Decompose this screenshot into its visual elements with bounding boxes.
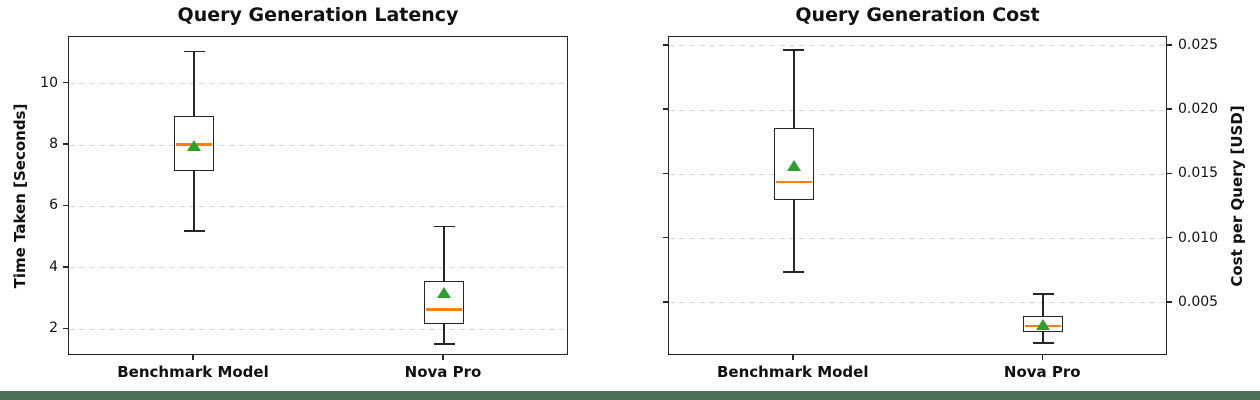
gridline: [69, 83, 567, 85]
mean-marker-icon: [1036, 319, 1051, 331]
median-line: [775, 180, 812, 184]
mean-marker-icon: [187, 139, 201, 151]
whisker-cap-bottom: [783, 271, 805, 273]
latency-plot-area: [68, 36, 568, 355]
whisker-cap-top: [183, 50, 205, 53]
y-tick-mark: [63, 327, 68, 330]
x-tick-mark: [192, 355, 194, 360]
upper-whisker: [1042, 293, 1045, 316]
y-tick-label: 0.010: [1178, 229, 1219, 246]
y-tick-mark: [1167, 301, 1172, 303]
lower-whisker: [443, 323, 445, 344]
y-tick-label: 0.020: [1178, 101, 1219, 118]
whisker-cap-top: [783, 48, 805, 51]
mean-marker-icon: [786, 159, 801, 171]
y-tick-mark: [663, 172, 668, 175]
gridline: [669, 302, 1166, 304]
upper-whisker: [193, 51, 195, 117]
cost-y-axis-label: Cost per Query [USD]: [1228, 104, 1246, 287]
y-tick-label: 10: [40, 74, 58, 91]
cost-plot-area: [668, 36, 1167, 355]
y-tick-mark: [1167, 236, 1172, 239]
gridline: [69, 205, 567, 207]
whisker-cap-bottom: [183, 230, 205, 232]
lower-whisker: [193, 170, 195, 232]
y-tick-mark: [1167, 108, 1172, 110]
x-tick-mark: [1041, 355, 1043, 360]
whisker-cap-bottom: [1032, 341, 1054, 344]
gridline: [669, 173, 1166, 175]
whisker-cap-top: [1032, 292, 1054, 295]
y-tick-label: 2: [49, 320, 58, 337]
y-tick-label: 8: [49, 136, 58, 153]
whisker-cap-bottom: [433, 343, 455, 345]
footer-band: [0, 391, 1260, 400]
whisker-cap-top: [433, 225, 455, 228]
mean-marker-icon: [437, 286, 451, 298]
upper-whisker: [443, 226, 445, 282]
median-line: [425, 308, 463, 311]
y-tick-mark: [63, 143, 68, 145]
y-tick-mark: [63, 266, 68, 268]
y-tick-label: 0.005: [1178, 293, 1219, 310]
y-tick-mark: [663, 301, 668, 303]
x-tick-mark: [442, 355, 444, 360]
y-tick-label: 4: [49, 258, 58, 275]
y-tick-mark: [63, 204, 68, 207]
y-tick-mark: [663, 44, 668, 46]
cost-chart-title: Query Generation Cost: [795, 4, 1040, 26]
gridline: [69, 144, 567, 146]
gridline: [669, 238, 1166, 240]
upper-whisker: [792, 49, 795, 129]
y-tick-mark: [1167, 172, 1172, 175]
y-tick-mark: [1167, 44, 1172, 46]
y-tick-mark: [663, 236, 668, 239]
lower-whisker: [792, 200, 795, 272]
y-tick-mark: [663, 108, 668, 110]
y-tick-label: 0.025: [1178, 36, 1219, 53]
latency-chart-title: Query Generation Latency: [177, 4, 459, 26]
gridline: [69, 267, 567, 269]
gridline: [69, 328, 567, 330]
gridline: [669, 45, 1166, 47]
x-tick-mark: [792, 355, 794, 360]
x-category-label: Nova Pro: [404, 363, 482, 381]
gridline: [669, 109, 1166, 111]
x-category-label: Benchmark Model: [717, 363, 869, 381]
lower-whisker: [1042, 332, 1045, 343]
y-tick-label: 0.015: [1178, 165, 1219, 182]
y-tick-label: 6: [49, 197, 58, 214]
y-tick-mark: [63, 81, 68, 84]
x-category-label: Nova Pro: [1003, 363, 1081, 381]
x-category-label: Benchmark Model: [117, 363, 269, 381]
